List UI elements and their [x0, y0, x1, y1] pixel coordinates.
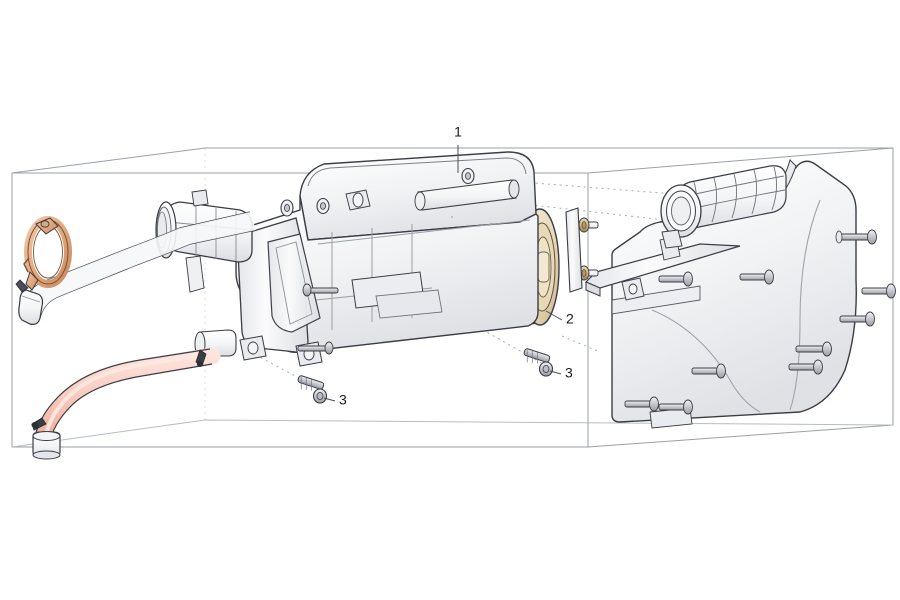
flange-bolt-lower-left [297, 375, 328, 404]
crankcase-vent-tube [660, 165, 787, 249]
breather-hose [31, 347, 221, 460]
callout-number-3-center: 3 [565, 365, 573, 381]
cover-mounting-bolts [624, 229, 896, 415]
callout-leaders [323, 145, 563, 402]
callout-3a-leader [323, 397, 336, 402]
air-cleaner-housing [235, 151, 539, 367]
callout-number-3-lower-left: 3 [339, 392, 347, 408]
callout-number-1: 1 [454, 124, 462, 140]
upper-air-hose [15, 211, 257, 325]
flange-bolt-center [523, 348, 554, 377]
callout-2-leader [545, 310, 563, 321]
flange-brass-bolts [565, 207, 599, 293]
callout-3b-leader [549, 370, 562, 375]
hose-clamp-ring [23, 216, 72, 291]
callout-number-2: 2 [566, 311, 574, 327]
